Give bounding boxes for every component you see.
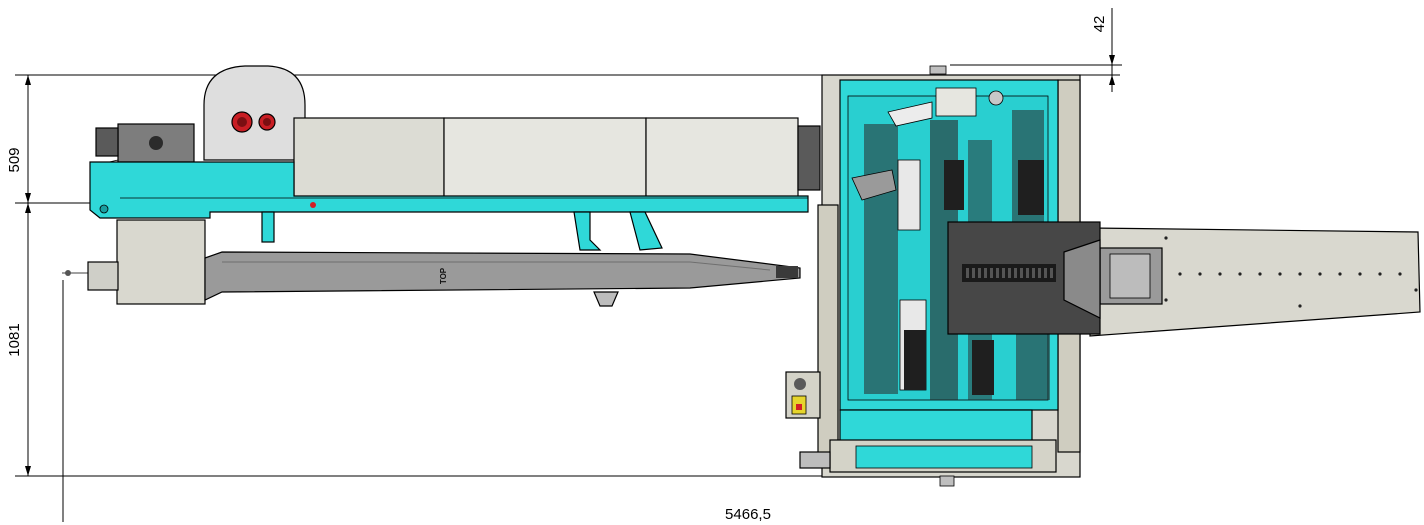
dim-lower-height: 1081 (6, 323, 23, 356)
dim-upper-height: 509 (6, 147, 23, 172)
output-conveyor (947, 221, 1421, 337)
central-machine (785, 65, 1081, 487)
feed-beam: TOP (62, 219, 801, 307)
left-upper-unit (89, 65, 821, 251)
dim-top-gap: 42 (1091, 16, 1108, 33)
beam-marking: TOP (439, 267, 448, 284)
conveyor-rivets (1164, 236, 1418, 308)
comb-teeth (966, 268, 1053, 278)
dim-total-length: 5466,5 (725, 506, 771, 523)
power-socket-icon (231, 111, 276, 133)
